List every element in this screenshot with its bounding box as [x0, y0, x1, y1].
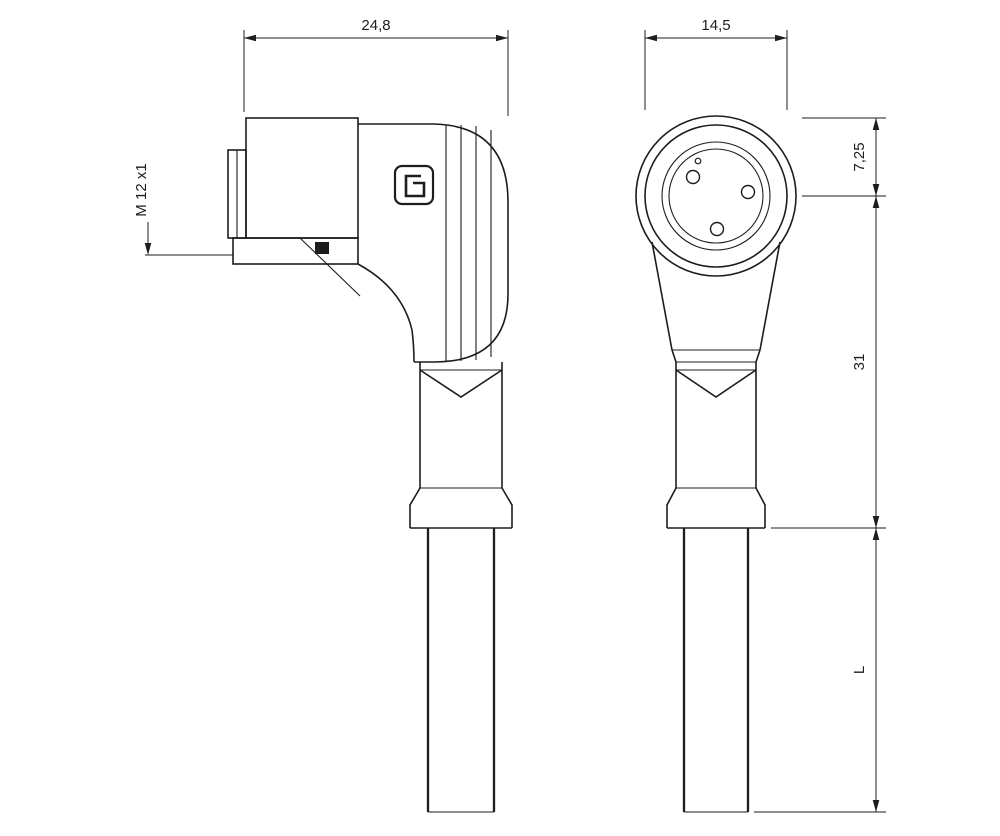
pin-2 — [740, 184, 756, 200]
dim-right-chain: 7,25 31 L — [754, 117, 886, 813]
body-inner-edge — [357, 263, 415, 363]
connector-pins — [685, 157, 756, 237]
brand-logo-frame — [393, 164, 435, 206]
keyway-dot — [694, 157, 702, 165]
inner-ring — [644, 124, 788, 268]
front-body-taper — [651, 241, 781, 363]
brand-logo — [393, 164, 435, 206]
cable-front — [682, 528, 750, 813]
dimensions: 24,8 14,5 M 12 x1 — [133, 17, 886, 813]
brand-logo-glyph — [404, 174, 426, 198]
dim-front-width: 14,5 — [644, 17, 788, 110]
seal — [315, 242, 329, 254]
pin-3 — [709, 221, 725, 237]
strain-relief-front — [675, 362, 757, 488]
thread-section — [232, 237, 359, 265]
cable-side — [426, 528, 496, 813]
body-contour-lines — [445, 125, 492, 361]
dim-body-height-label: 31 — [851, 354, 868, 371]
front-view — [635, 115, 797, 813]
outer-ring — [635, 115, 797, 277]
strain-relief-side — [419, 362, 503, 488]
face-inner-ring — [668, 148, 764, 244]
body-outline — [358, 123, 509, 363]
side-view — [227, 117, 513, 813]
dim-front-width-label: 14,5 — [701, 17, 730, 34]
thread-label: M 12 x1 — [133, 163, 150, 216]
dim-side-width-label: 24,8 — [361, 17, 390, 34]
dim-cable-length-label: L — [851, 666, 868, 674]
dim-side-width: 24,8 — [243, 17, 509, 116]
dim-face-radius-label: 7,25 — [851, 142, 868, 171]
dim-thread: M 12 x1 — [133, 163, 233, 256]
face-ring — [661, 141, 771, 251]
pin-1 — [685, 169, 701, 185]
knurl-boundary-edge — [299, 237, 361, 297]
